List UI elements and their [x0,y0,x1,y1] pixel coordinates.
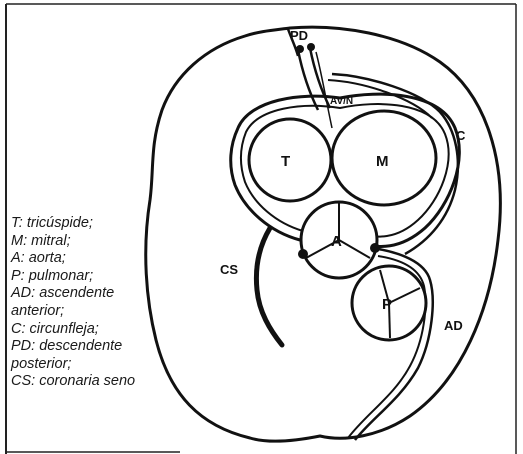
posterior-descending-artery [298,50,318,110]
legend-item: A: aorta; [11,250,181,268]
label-t: T [281,153,290,170]
legend-item: T: tricúspide; [11,215,181,233]
label-m: M [376,153,389,170]
legend-item: AD: ascendente [11,285,181,303]
abbreviation-legend: T: tricúspide; M: mitral; A: aorta; P: p… [11,215,181,391]
posterior-descending-artery [316,52,332,128]
legend-item: PD: descendente [11,338,181,356]
legend-item: posterior; [11,356,181,374]
legend-item: anterior; [11,303,181,321]
label-a: A [331,233,342,250]
pd-ostium [296,45,304,53]
coronary-sinus [256,228,282,345]
coronary-ostium [298,249,308,259]
pd-ostium [307,43,315,51]
label-ad: AD [444,318,463,333]
legend-item: P: pulmonar; [11,268,181,286]
label-cs: CS [220,262,238,277]
legend-item: C: circunfleja; [11,321,181,339]
legend-item: CS: coronaria seno [11,373,181,391]
label-c: C [456,128,466,143]
legend-item: M: mitral; [11,233,181,251]
label-av-node: AV/N [330,96,353,107]
label-pd: PD [290,28,308,43]
label-p: P [382,296,392,313]
